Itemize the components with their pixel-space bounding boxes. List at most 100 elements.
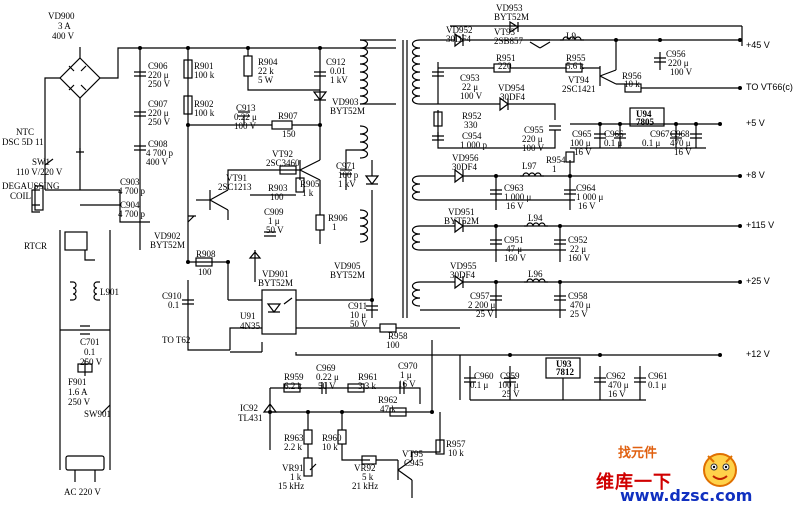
r902-ref: R902 xyxy=(194,99,214,109)
f901-ref: F901 xyxy=(68,377,87,387)
c960-cap: 0.1 μ xyxy=(470,380,489,390)
c959-voltage: 25 V xyxy=(502,389,520,399)
c911-ref: C911 xyxy=(348,301,368,311)
ic92-ref: IC92 xyxy=(240,403,258,413)
c970-voltage: 16 V xyxy=(398,379,416,389)
c908-cap: 4 700 p xyxy=(146,148,173,158)
vd900-current: 3 A xyxy=(58,21,71,31)
vt95-part: C945 xyxy=(404,458,424,468)
vd952-part: 30DF4 xyxy=(446,34,472,44)
c701-cap: 0.1 xyxy=(84,347,96,357)
c904-ref: C904 xyxy=(120,200,140,210)
c913-cap: 0.22 μ xyxy=(234,112,257,122)
r958-ref: R958 xyxy=(388,331,408,341)
c954-cap: 1 000 p xyxy=(460,140,487,150)
vd900-voltage: 400 V xyxy=(52,31,75,41)
c953-ref: C953 xyxy=(460,73,480,83)
c958-voltage: 25 V xyxy=(570,309,588,319)
r954-ref: R954 xyxy=(546,155,566,165)
r904-ref: R904 xyxy=(258,57,278,67)
r906-ref: R906 xyxy=(328,213,348,223)
c962-cap: 470 μ xyxy=(608,380,629,390)
r951-ref: R951 xyxy=(496,53,516,63)
c960-ref: C960 xyxy=(474,371,494,381)
c962-voltage: 16 V xyxy=(608,389,626,399)
vr92-ref: VR92 xyxy=(354,463,376,473)
c958-cap: 470 μ xyxy=(570,300,591,310)
rail-to-vt66: TO VT66(c) xyxy=(746,82,793,92)
c968-ref: C968 xyxy=(670,129,690,139)
vd901-ref: VD901 xyxy=(262,269,289,279)
c951-voltage: 160 V xyxy=(504,253,527,263)
c969-ref: C969 xyxy=(316,363,336,373)
c908-voltage: 400 V xyxy=(146,157,169,167)
vd903-ref: VD903 xyxy=(332,97,359,107)
rail-plus-8v: +8 V xyxy=(746,170,765,180)
rail-plus-25v: +25 V xyxy=(746,276,770,286)
c971-voltage: 1 kV xyxy=(338,179,356,189)
ac-input: AC 220 V xyxy=(64,487,101,497)
c969-cap: 0.22 μ xyxy=(316,372,339,382)
r961-value: 3.3 k xyxy=(358,381,376,391)
c957-voltage: 25 V xyxy=(476,309,494,319)
rtcr-ref: RTCR xyxy=(24,241,47,251)
vd954-ref: VD954 xyxy=(498,83,525,93)
vt92-ref: VT92 xyxy=(272,149,293,159)
c964-ref: C964 xyxy=(576,183,596,193)
c958-ref: C958 xyxy=(568,291,588,301)
l97-ref: L97 xyxy=(522,161,537,171)
vr91-freq: 15 kHz xyxy=(278,481,305,491)
r903-ref: R903 xyxy=(268,183,288,193)
degauss-line1: DEGAUSSING xyxy=(2,181,60,191)
r955-value: 5.6 k xyxy=(566,61,584,71)
u93-ref: U93 xyxy=(556,359,572,369)
rail-plus-115v: +115 V xyxy=(746,220,775,230)
vd901-part: BYT52M xyxy=(258,278,294,288)
mascot-logo-icon xyxy=(703,453,737,487)
c971-cap: 100 p xyxy=(338,170,359,180)
vd956-ref: VD956 xyxy=(452,153,479,163)
c955-cap: 220 μ xyxy=(522,134,543,144)
c906-cap: 220 μ xyxy=(148,70,169,80)
vd905-ref: VD905 xyxy=(334,261,361,271)
c903-ref: C903 xyxy=(120,177,140,187)
c907-ref: C907 xyxy=(148,99,168,109)
vt91-part: 2SC1213 xyxy=(218,182,252,192)
vd903-part: BYT52M xyxy=(330,106,366,116)
c908-ref: C908 xyxy=(148,139,168,149)
c964-voltage: 16 V xyxy=(578,201,596,211)
r951-value: 220 xyxy=(498,61,512,71)
r960-ref: R960 xyxy=(322,433,342,443)
c952-voltage: 160 V xyxy=(568,253,591,263)
to-t62-label: TO T62 xyxy=(162,335,191,345)
c967-ref: C967 xyxy=(650,129,670,139)
c968-voltage: 16 V xyxy=(674,147,692,157)
f901-voltage: 250 V xyxy=(68,397,91,407)
c909-voltage: 50 V xyxy=(266,225,284,235)
c968-cap: 470 μ xyxy=(670,138,691,148)
vr92-value: 5 k xyxy=(362,472,374,482)
c911-voltage: 50 V xyxy=(350,319,368,329)
ic92-part: TL431 xyxy=(238,413,263,423)
r959-ref: R959 xyxy=(284,372,304,382)
c911-cap: 10 μ xyxy=(350,310,367,320)
c909-ref: C909 xyxy=(264,207,284,217)
vt94-part: 2SC1421 xyxy=(562,84,596,94)
vr92-freq: 21 kHz xyxy=(352,481,379,491)
r962-ref: R962 xyxy=(378,395,398,405)
r905-value: 1 k xyxy=(302,188,314,198)
sw1-ref: SW1 xyxy=(32,157,50,167)
c912-ref: C912 xyxy=(326,57,346,67)
c959-cap: 100 μ xyxy=(498,380,519,390)
ntc-part: DSC 5D 11 xyxy=(2,137,44,147)
c701-ref: C701 xyxy=(80,337,100,347)
u93-part: 7812 xyxy=(556,367,574,377)
r956-ref: R956 xyxy=(622,71,642,81)
c964-cap: 1 000 μ xyxy=(576,192,604,202)
c957-cap: 2 200 μ xyxy=(468,300,496,310)
c963-voltage: 16 V xyxy=(506,201,524,211)
c701-voltage: 250 V xyxy=(80,357,103,367)
c956-voltage: 100 V xyxy=(670,67,693,77)
l9-ref: L9 xyxy=(566,31,576,41)
c951-ref: C951 xyxy=(504,235,524,245)
